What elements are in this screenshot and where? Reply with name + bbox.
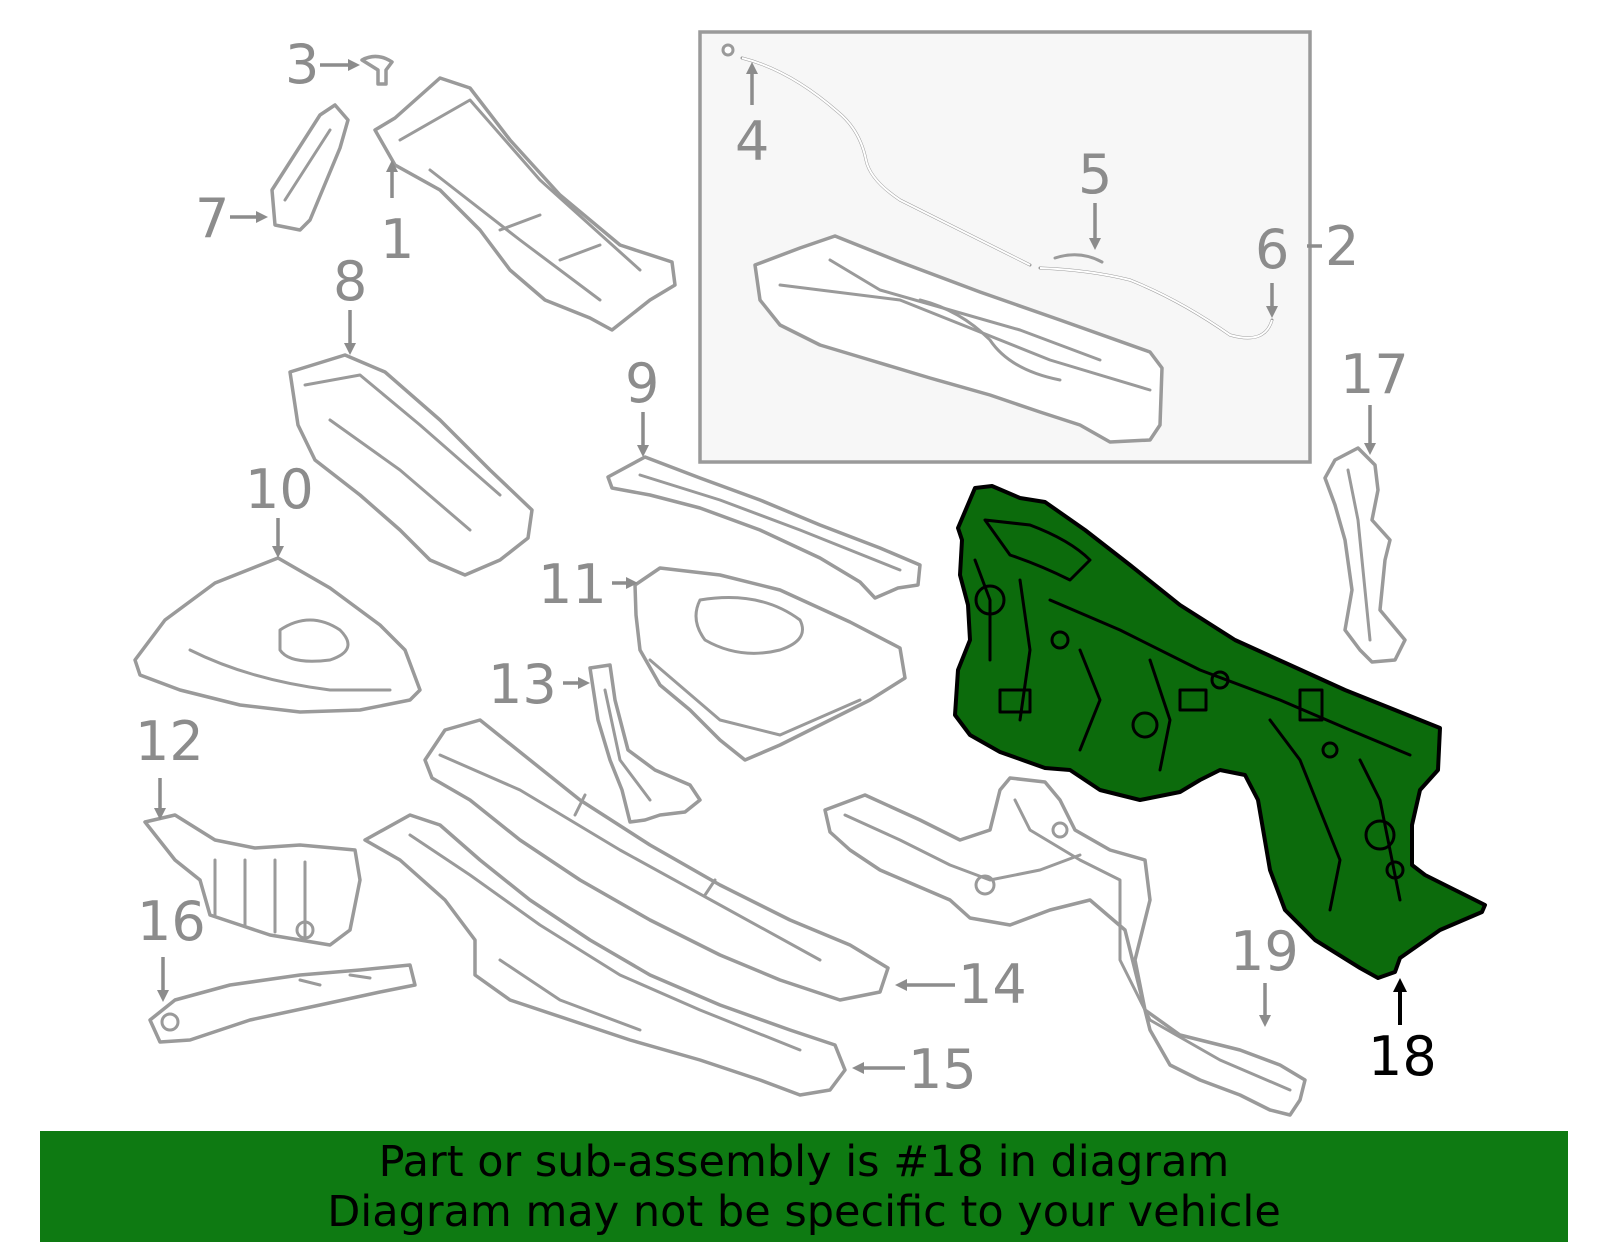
callout-12: 12 [135, 710, 204, 773]
info-banner: Part or sub-assembly is #18 in diagram D… [40, 1131, 1568, 1242]
part-11-insulator[interactable] [633, 566, 907, 762]
callout-17: 17 [1340, 343, 1409, 406]
callout-15: 15 [908, 1038, 977, 1101]
part-16-support[interactable] [148, 963, 417, 1044]
part-1-cowl-panel[interactable] [373, 76, 677, 332]
part-6-hose[interactable] [1038, 266, 1274, 340]
part-15-cross-member[interactable] [363, 813, 847, 1097]
part-4-hose[interactable] [721, 43, 1032, 267]
part-9-brace[interactable] [606, 455, 922, 600]
callout-18: 18 [1368, 1025, 1437, 1088]
callout-11: 11 [538, 553, 607, 616]
callout-5: 5 [1078, 143, 1112, 206]
callout-7: 7 [195, 187, 229, 250]
callout-3: 3 [285, 33, 319, 96]
callout-19: 19 [1230, 920, 1299, 983]
callout-16: 16 [137, 890, 206, 953]
callout-8: 8 [333, 250, 367, 313]
part-8-reinforcement[interactable] [288, 353, 534, 577]
part-13-bracket[interactable] [588, 663, 702, 824]
callout-2: 2 [1325, 215, 1359, 278]
callout-4: 4 [735, 110, 769, 173]
callout-6: 6 [1255, 218, 1289, 281]
part-5-connector[interactable] [1053, 253, 1104, 264]
part-3-clip[interactable] [360, 54, 394, 86]
part-14-cross-member[interactable] [423, 718, 890, 1002]
part-12-bracket[interactable] [143, 813, 362, 947]
part-19-side-member[interactable] [823, 776, 1307, 1117]
part-18-dash-panel[interactable] [953, 484, 1487, 980]
banner-line-1: Part or sub-assembly is #18 in diagram [378, 1137, 1230, 1187]
banner-line-2: Diagram may not be specific to your vehi… [327, 1187, 1281, 1237]
callout-9: 9 [625, 352, 659, 415]
callout-13: 13 [488, 653, 557, 716]
part-7-cover[interactable] [270, 103, 350, 232]
callout-10: 10 [245, 458, 314, 521]
leader-18 [1393, 978, 1407, 1025]
leader-lines [154, 59, 1376, 1074]
part-2-cowl-assembly[interactable] [753, 234, 1164, 444]
callout-1: 1 [380, 208, 414, 271]
part-10-insulator[interactable] [133, 556, 422, 714]
callout-14: 14 [958, 953, 1027, 1016]
part-17-pillar[interactable] [1323, 446, 1407, 664]
